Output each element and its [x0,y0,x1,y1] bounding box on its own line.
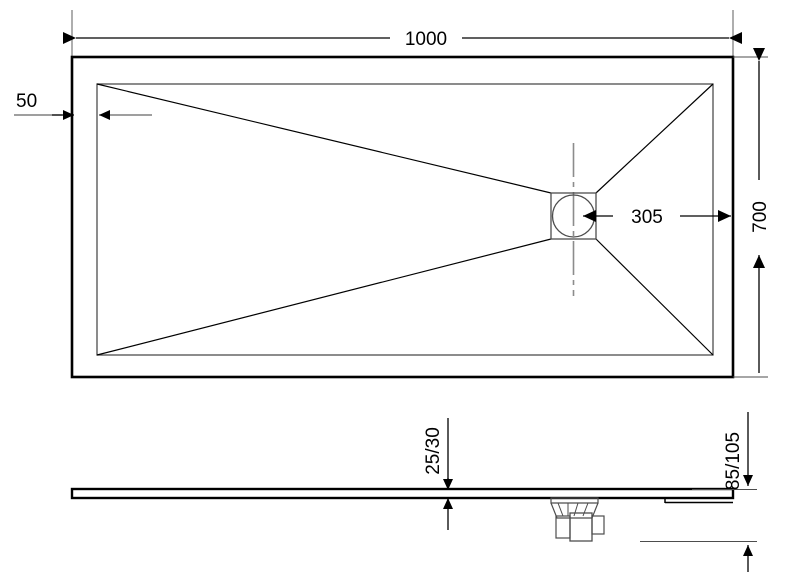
slope-lines [96,83,714,356]
dimension-edge-offset: 50 [14,91,152,120]
dimension-overall-width: 700 [733,48,771,378]
tray-inner-outline [96,83,714,356]
dimension-overall-length: 1000 [63,29,742,50]
dim-label-drain-offset: 305 [631,207,663,228]
dimension-drain-offset: 305 [583,207,731,228]
trap-body-right [591,515,605,535]
trap-hatch-3 [573,502,579,517]
dim-label-edge-offset: 50 [16,91,37,112]
trap-hatch-4 [582,502,589,517]
tray-outer-outline [70,55,735,379]
dim-label-total-height: 85/105 [723,432,744,490]
dim-label-tray-thickness: 25/30 [423,427,444,475]
trap-hatch-1 [557,502,564,517]
dimension-tray-thickness: 25/30 [423,418,453,530]
slope-line-top-left [96,83,552,194]
dim-label-overall-length: 1000 [405,29,447,50]
slope-line-bottom-right [595,238,714,356]
dimension-total-height: 85/105 [640,412,757,572]
dim-label-overall-width: 700 [750,201,771,233]
section-view: 25/30 85/105 [70,412,757,572]
slope-line-bottom-left [96,238,552,356]
trap-cone [550,502,599,519]
plan-view: 1000 50 305 [14,10,771,379]
siphon-trap-assembly [550,497,605,542]
slope-line-top-right [595,83,714,194]
